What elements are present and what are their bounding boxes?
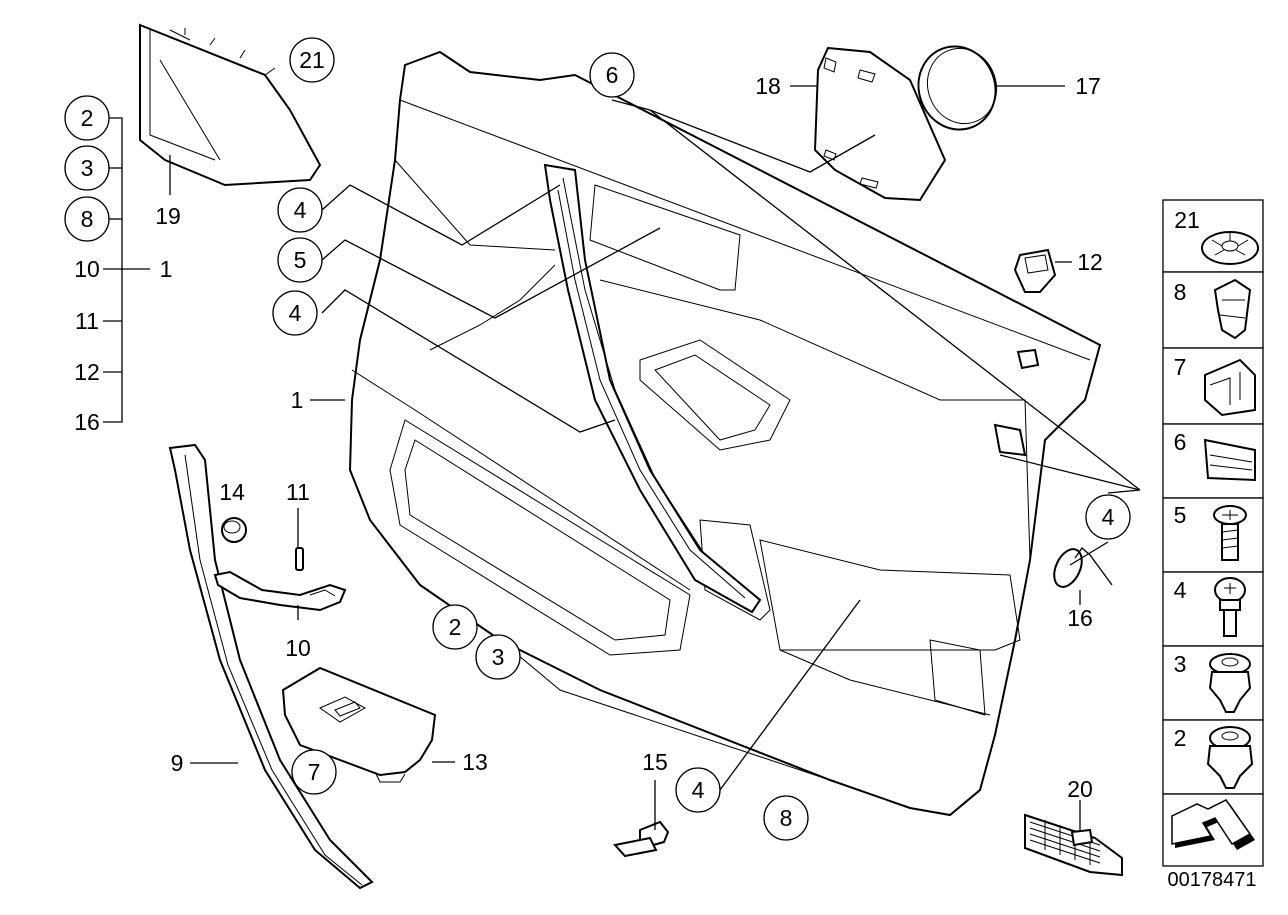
callout-8-left: 8 [81,206,94,232]
legend-icon-spring-clip [1213,278,1252,340]
legend-icon-rosette-clip [1201,231,1259,265]
callout-17: 17 [1075,73,1101,99]
legend-icon-expanding-rivet [1208,653,1252,713]
callout-18: 18 [755,73,781,99]
callout-labels: 21 2 3 8 10 1 11 12 16 19 6 18 17 4 5 4 … [74,47,1114,831]
callout-8-bottom: 8 [780,805,793,831]
part-10-handle-trim [213,570,347,612]
callout-21-top: 21 [299,47,325,73]
callout-11-left: 11 [75,308,99,334]
legend-label-2: 2 [1174,725,1187,751]
callout-3-bottom: 3 [492,644,505,670]
legend-label-6: 6 [1174,429,1187,455]
fastener-legend: 21 8 7 6 5 4 3 2 [1162,199,1264,891]
door-trim-panel [348,50,1102,817]
legend-label-8: 8 [1174,279,1187,305]
callout-16-right: 16 [1067,605,1093,631]
callout-circles [64,37,1131,841]
callout-2-bottom: 2 [449,614,462,640]
callout-7-bottom: 7 [308,759,321,785]
legend-label-4: 4 [1174,577,1187,603]
part-14-cap [221,517,247,543]
callout-6-top: 6 [606,62,619,88]
part-12-clip [1013,248,1057,293]
callout-10-left: 10 [74,256,100,282]
callout-9: 9 [171,750,184,776]
callout-4-bottom: 4 [692,777,705,803]
legend-label-3: 3 [1174,651,1187,677]
callout-12-left: 12 [74,359,100,385]
part-17-speaker-grille [917,45,997,131]
legend-icon-retainer-clip [1203,438,1256,482]
callout-4-b: 4 [289,300,302,326]
part-19-trim-cover [139,23,322,187]
callout-16-left: 16 [74,409,100,435]
legend-icon-screw [1213,505,1247,561]
callout-1-left: 1 [160,256,173,282]
callout-4-right: 4 [1102,504,1115,530]
callout-2-left: 2 [81,105,94,131]
part-16-lamp [1053,547,1113,588]
legend-label-21: 21 [1174,207,1200,233]
part-15-plug [613,820,670,858]
legend-icon-torx-screw [1214,577,1246,637]
callout-20: 20 [1067,776,1093,802]
legend-label-7: 7 [1174,354,1187,380]
legend-icon-bracket-clip [1204,358,1256,417]
diagram-id-code: 00178471 [1168,869,1257,891]
callout-15: 15 [642,749,668,775]
part-11-pin [295,547,304,571]
part-13-window-switch [281,666,437,783]
callout-11-mid: 11 [286,479,310,505]
callout-19: 19 [155,203,181,229]
callout-14: 14 [219,479,245,505]
callout-3-left: 3 [81,155,94,181]
callout-4-a: 4 [294,197,307,223]
callout-5: 5 [294,247,307,273]
part-18-cover-plate [813,46,947,202]
callout-10-mid: 10 [285,635,311,661]
callout-13: 13 [462,749,488,775]
legend-arrow-icon [1171,799,1255,850]
callout-1-panel: 1 [291,387,304,413]
part-9-trim-strip [168,443,374,890]
legend-label-5: 5 [1174,502,1187,528]
legend-icon-rivet [1206,726,1254,789]
leader-lines [103,85,1141,830]
callout-12-right: 12 [1077,249,1103,275]
part-20-vent-grille [1024,813,1123,877]
